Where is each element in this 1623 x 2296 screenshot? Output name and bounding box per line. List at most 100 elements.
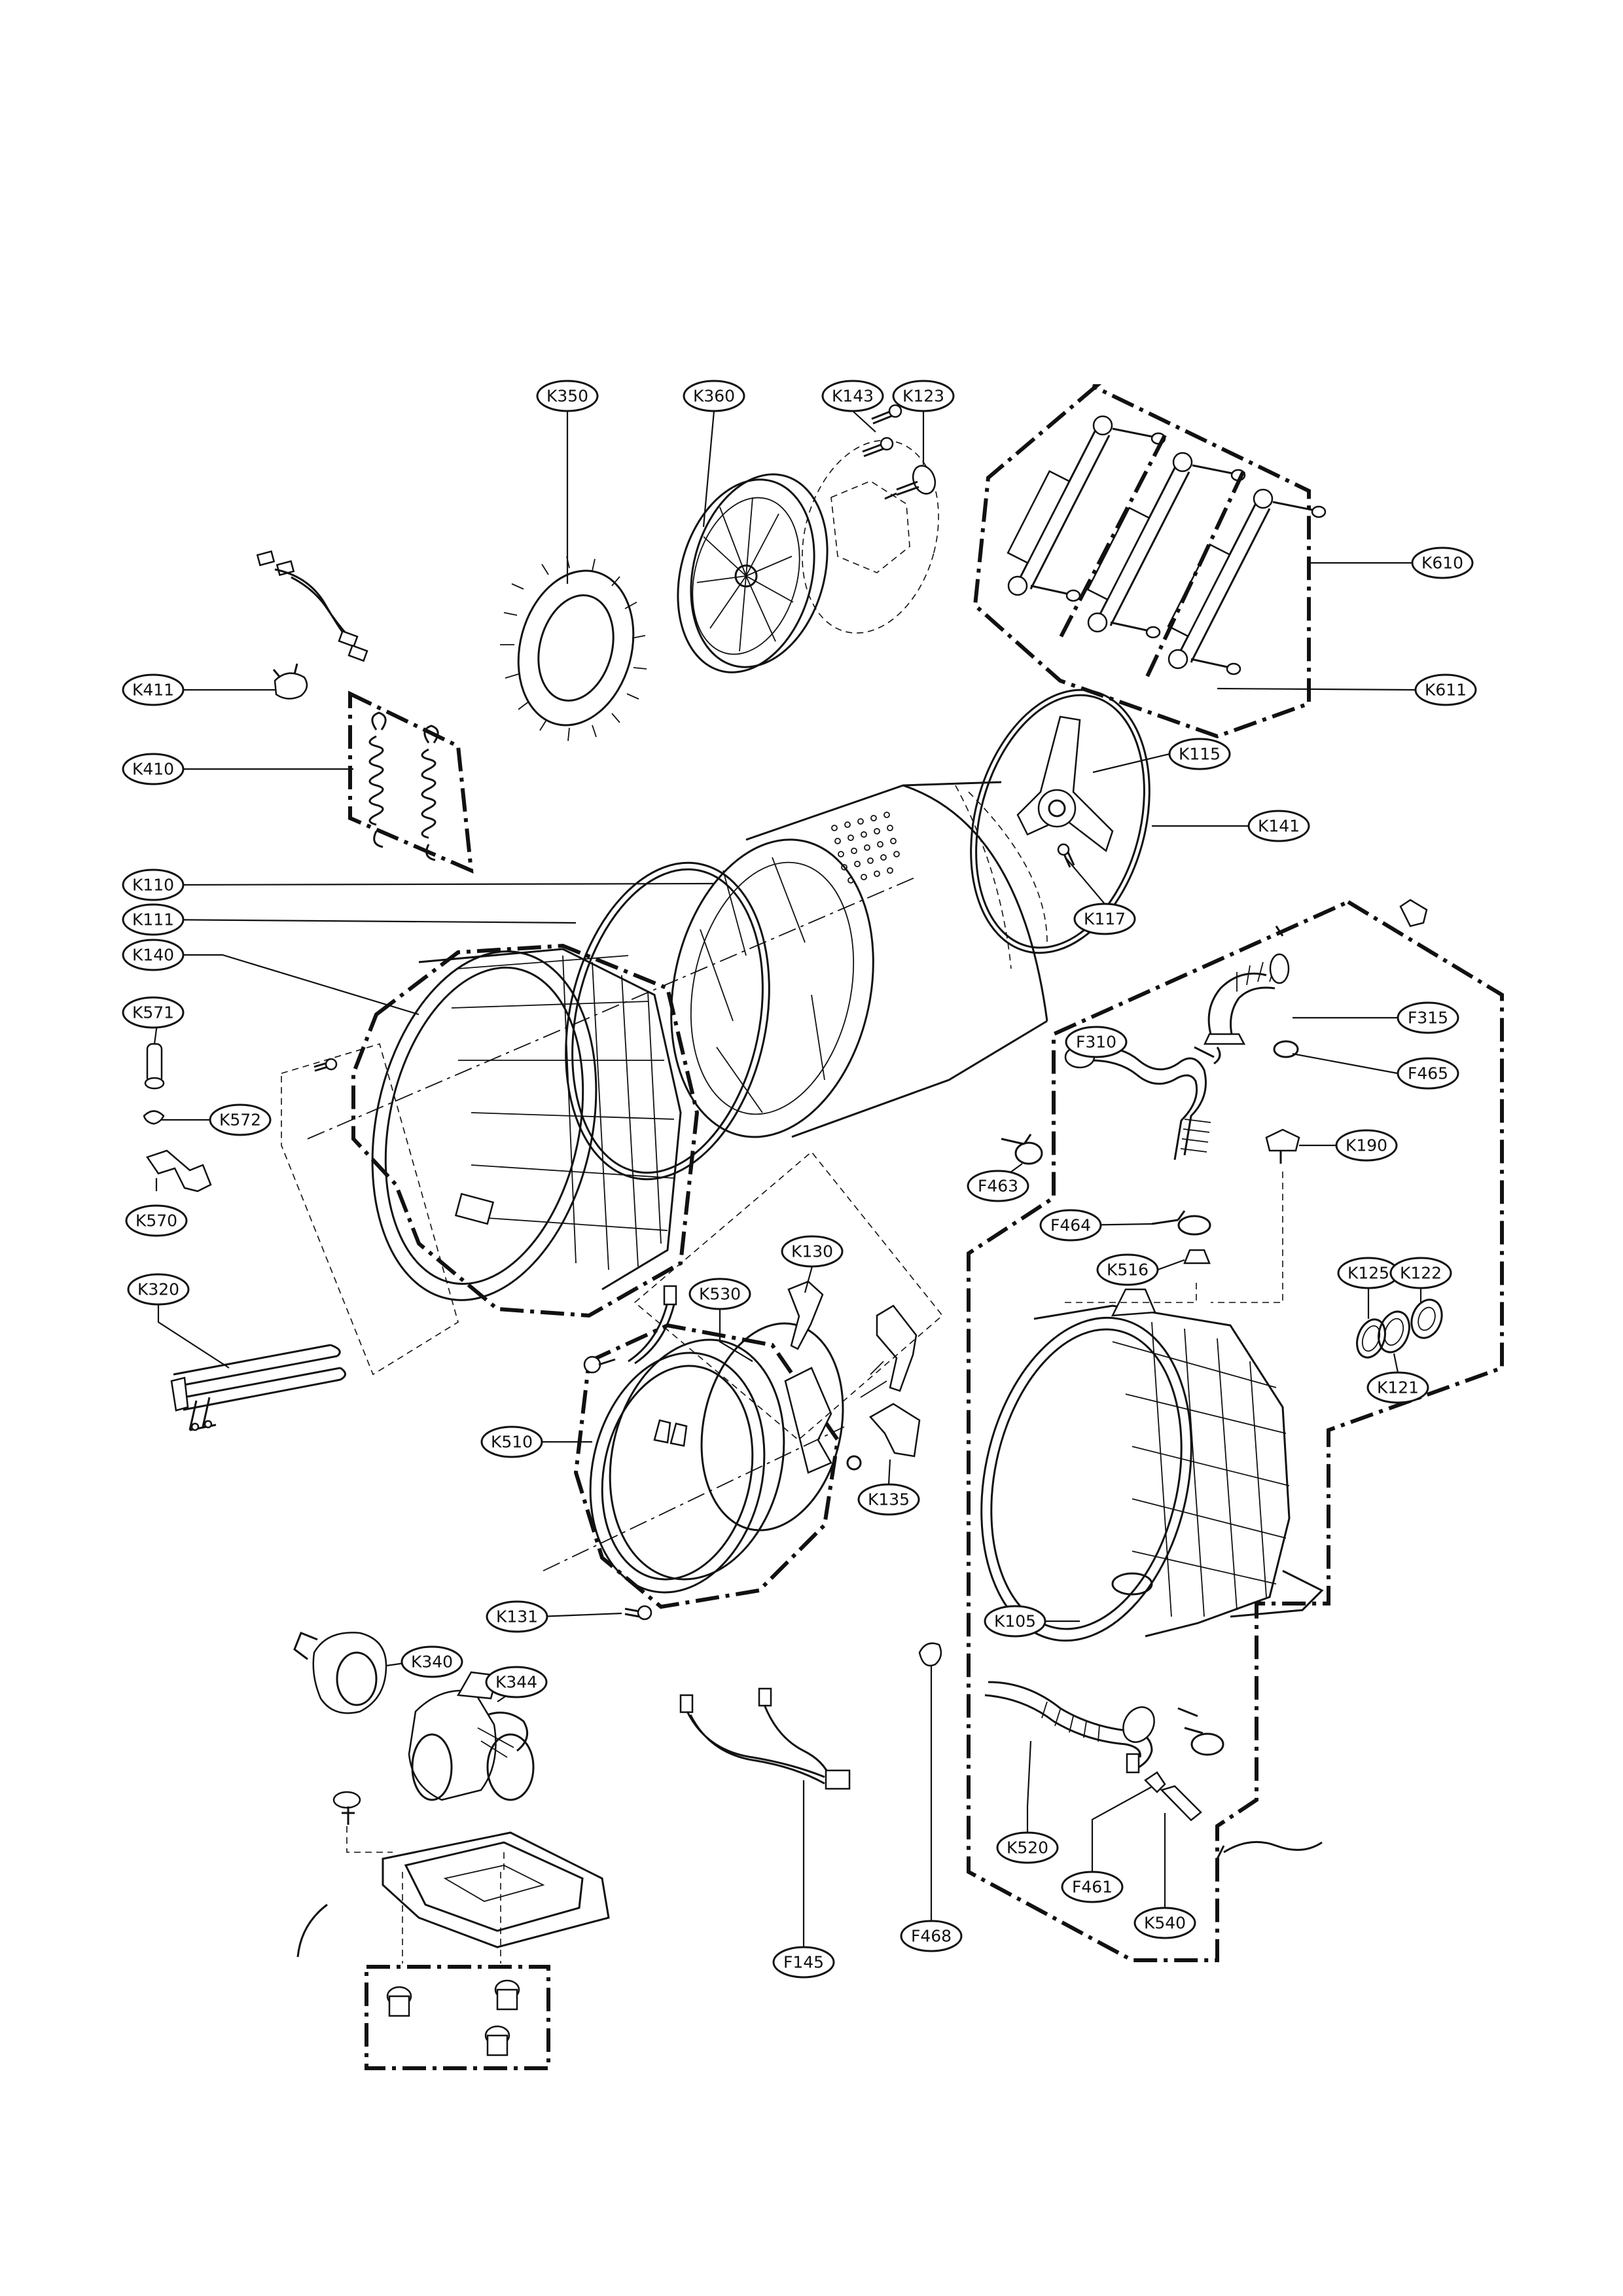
svg-text:F463: F463 (978, 1177, 1018, 1196)
svg-text:K572: K572 (219, 1111, 261, 1130)
label-k105: K105 (984, 1605, 1046, 1638)
svg-text:K135: K135 (868, 1490, 910, 1509)
clamps-small (1001, 1040, 1300, 1265)
label-f468: F468 (900, 1920, 963, 1952)
label-k516: K516 (1096, 1253, 1159, 1286)
label-k143: K143 (821, 380, 884, 412)
svg-text:K611: K611 (1425, 681, 1467, 700)
clip-f468 (918, 1642, 942, 1667)
svg-text:K122: K122 (1400, 1264, 1442, 1283)
label-k110: K110 (122, 869, 185, 901)
label-k540: K540 (1133, 1907, 1196, 1939)
label-k410: K410 (122, 753, 185, 785)
svg-text:K610: K610 (1421, 554, 1463, 573)
svg-text:K340: K340 (411, 1653, 453, 1672)
svg-text:K121: K121 (1377, 1378, 1419, 1397)
front-tub-k140 (307, 876, 917, 1318)
label-k122: K122 (1389, 1257, 1452, 1289)
label-f145: F145 (772, 1946, 835, 1979)
wire-harness-f145 (679, 1687, 851, 1790)
heater-k320 (170, 1344, 346, 1431)
shock-absorbers (972, 384, 1327, 739)
hidden-outline-pump (346, 1826, 505, 1964)
svg-text:K510: K510 (491, 1433, 533, 1452)
svg-text:K570: K570 (135, 1211, 177, 1230)
label-k141: K141 (1247, 810, 1310, 842)
pump-bracket (296, 1791, 610, 1958)
label-k117: K117 (1073, 903, 1136, 935)
label-f461: F461 (1061, 1871, 1124, 1903)
svg-text:F465: F465 (1408, 1064, 1448, 1083)
hidden-outline-door (633, 1151, 944, 1441)
rear-tub-k105 (980, 1288, 1324, 1642)
label-k510: K510 (480, 1426, 543, 1458)
label-f465: F465 (1397, 1057, 1459, 1090)
svg-text:K141: K141 (1258, 817, 1300, 836)
label-k190: K190 (1335, 1129, 1398, 1162)
svg-text:F468: F468 (911, 1927, 952, 1946)
stator-part (677, 440, 939, 673)
clip-k411 (272, 663, 308, 700)
hoses-upper (1064, 899, 1428, 1160)
label-k520: K520 (996, 1831, 1059, 1864)
label-f463: F463 (967, 1170, 1029, 1202)
svg-text:K344: K344 (495, 1673, 537, 1692)
label-k140: K140 (122, 939, 185, 971)
screws-k143 (862, 404, 902, 457)
svg-text:F315: F315 (1408, 1009, 1448, 1028)
bolt-k131 (624, 1605, 652, 1621)
svg-text:K516: K516 (1107, 1261, 1149, 1280)
svg-text:K360: K360 (693, 387, 735, 406)
rotor-part (500, 556, 647, 742)
svg-text:K571: K571 (132, 1003, 174, 1022)
door-ring-k530 (700, 1322, 862, 1532)
svg-text:K130: K130 (791, 1242, 833, 1261)
svg-text:K117: K117 (1084, 910, 1126, 929)
svg-text:K115: K115 (1179, 745, 1221, 764)
hidden-outline-pipes (1060, 1172, 1283, 1303)
label-f464: F464 (1039, 1209, 1102, 1242)
hidden-outline-tub (281, 1043, 459, 1376)
label-k135: K135 (857, 1483, 920, 1516)
label-k571: K571 (122, 996, 185, 1029)
svg-text:F461: F461 (1072, 1878, 1113, 1897)
svg-text:K540: K540 (1144, 1914, 1186, 1933)
svg-text:K350: K350 (546, 387, 588, 406)
label-f315: F315 (1397, 1001, 1459, 1034)
label-k572: K572 (209, 1103, 272, 1136)
svg-text:K131: K131 (496, 1607, 538, 1626)
svg-text:K410: K410 (132, 760, 174, 779)
svg-text:K520: K520 (1007, 1839, 1048, 1857)
spider-k115 (1016, 715, 1114, 853)
wire-harness-small (256, 550, 368, 662)
label-k123: K123 (892, 380, 955, 412)
label-k131: K131 (486, 1600, 548, 1633)
svg-text:K125: K125 (1347, 1264, 1389, 1283)
label-k610: K610 (1411, 547, 1474, 579)
svg-text:K110: K110 (132, 876, 174, 895)
label-k350: K350 (536, 380, 599, 412)
label-k115: K115 (1168, 738, 1231, 770)
gasket-ring-k141 (970, 689, 1150, 954)
label-k320: K320 (127, 1273, 190, 1306)
screw-tub (313, 1058, 338, 1072)
centerline-door (543, 1426, 845, 1571)
drum-k110 (670, 781, 1048, 1138)
label-k360: K360 (683, 380, 745, 412)
svg-text:F145: F145 (783, 1953, 824, 1972)
feet-group (365, 1965, 550, 2070)
springs-k410 (348, 691, 474, 874)
small-fittings-left (143, 1043, 212, 1193)
bearings (1356, 1299, 1443, 1359)
rear-tub-group-outline (967, 900, 1504, 1962)
bolt-k123 (884, 465, 936, 500)
label-k130: K130 (781, 1235, 844, 1268)
wire-door (583, 1285, 677, 1374)
svg-text:K190: K190 (1346, 1136, 1387, 1155)
svg-text:K320: K320 (137, 1280, 179, 1299)
svg-text:K111: K111 (132, 910, 174, 929)
label-k125: K125 (1337, 1257, 1400, 1289)
label-k570: K570 (125, 1204, 188, 1237)
label-k340: K340 (401, 1645, 463, 1678)
